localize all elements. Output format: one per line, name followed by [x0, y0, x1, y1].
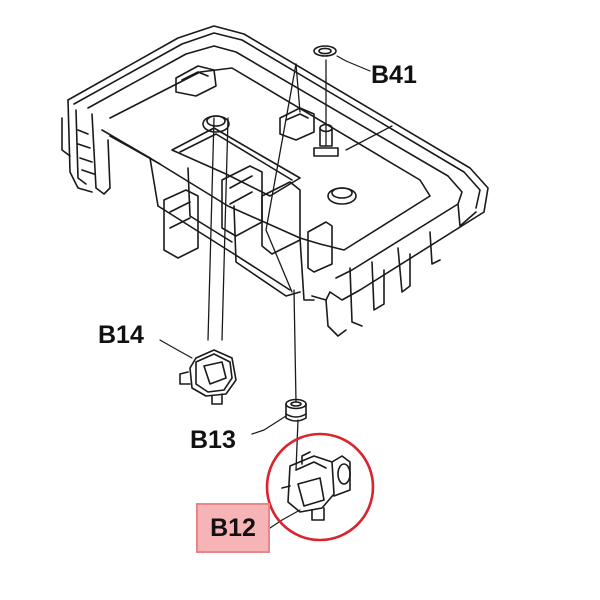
guide-lines	[207, 59, 393, 471]
part-b13-grommet	[251, 398, 307, 435]
label-b12-highlighted: B12	[196, 503, 270, 553]
label-b14: B14	[98, 321, 144, 349]
highlight-circle	[265, 432, 375, 542]
base-tray-assembly	[61, 25, 489, 337]
label-b12-text: B12	[210, 513, 256, 542]
part-b41-seal	[313, 45, 371, 72]
label-b13: B13	[190, 426, 236, 454]
part-b12-valve	[269, 451, 351, 529]
part-b14-sensor	[159, 339, 237, 405]
label-b41: B41	[371, 61, 417, 89]
